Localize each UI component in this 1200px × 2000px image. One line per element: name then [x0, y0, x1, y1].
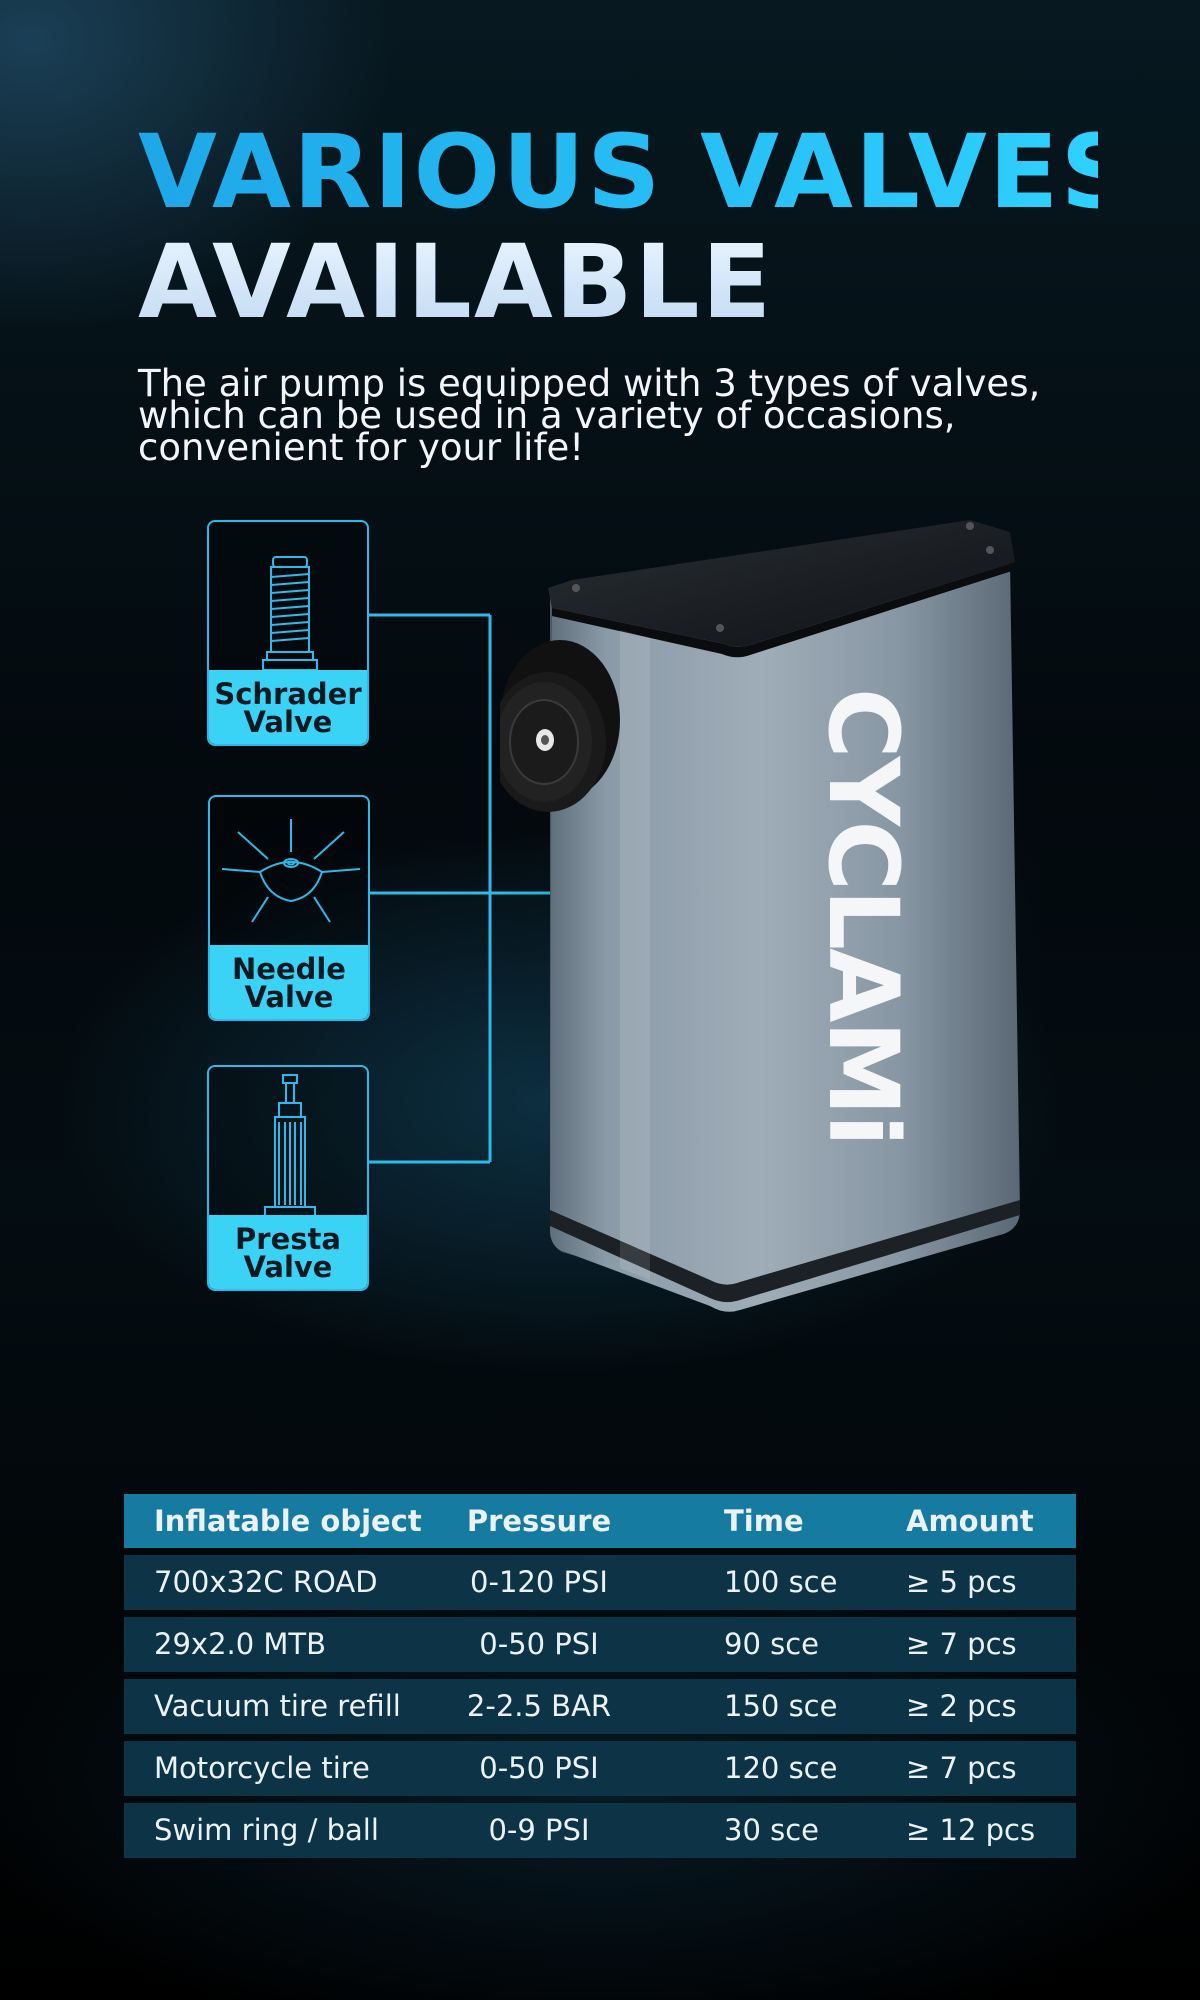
presta-valve-icon — [264, 1074, 316, 1217]
connector-lines — [367, 613, 560, 1164]
valve-type: Valve — [244, 980, 334, 1014]
valve-card-needle: Needle Valve — [208, 795, 370, 1021]
valve-label-presta: Presta Valve — [209, 1215, 367, 1289]
valve-name: Presta — [235, 1222, 341, 1256]
header-inflatable-object: Inflatable object — [154, 1504, 422, 1538]
cell-amount: ≥ 7 pcs — [906, 1627, 1017, 1661]
cell-pressure: 2-2.5 BAR — [466, 1689, 612, 1723]
spec-table: Inflatable object Pressure Time Amount 7… — [124, 1494, 1076, 1865]
headline-line-1: VARIOUS VALVES — [138, 113, 1136, 232]
cell-object: Swim ring / ball — [154, 1813, 379, 1847]
schrader-valve-icon — [262, 556, 318, 671]
description-text: The air pump is equipped with 3 types of… — [138, 362, 1041, 469]
cell-object: Motorcycle tire — [154, 1751, 370, 1785]
table-row: Motorcycle tire 0-50 PSI 120 sce ≥ 7 pcs — [124, 1741, 1076, 1796]
cell-object: Vacuum tire refill — [154, 1689, 401, 1723]
header-pressure: Pressure — [466, 1504, 612, 1538]
cell-pressure: 0-120 PSI — [470, 1565, 608, 1599]
valve-name: Schrader — [214, 677, 362, 711]
cell-pressure: 0-50 PSI — [479, 1627, 599, 1661]
table-row: 700x32C ROAD 0-120 PSI 100 sce ≥ 5 pcs — [124, 1555, 1076, 1610]
headline-line-2: AVAILABLE — [138, 228, 1098, 338]
table-header-row: Inflatable object Pressure Time Amount — [124, 1494, 1076, 1548]
cell-amount: ≥ 12 pcs — [906, 1813, 1036, 1847]
cell-time: 100 sce — [724, 1565, 838, 1599]
cell-time: 150 sce — [724, 1689, 838, 1723]
needle-valve-icon — [221, 819, 361, 923]
cell-amount: ≥ 2 pcs — [906, 1689, 1017, 1723]
header-time: Time — [724, 1504, 804, 1538]
valve-card-schrader: Schrader Valve — [207, 520, 369, 746]
table-row: Vacuum tire refill 2-2.5 BAR 150 sce ≥ 2… — [124, 1679, 1076, 1734]
table-row: 29x2.0 MTB 0-50 PSI 90 sce ≥ 7 pcs — [124, 1617, 1076, 1672]
cell-amount: ≥ 7 pcs — [906, 1751, 1017, 1785]
valve-card-presta: Presta Valve — [207, 1065, 369, 1291]
table-row: Swim ring / ball 0-9 PSI 30 sce ≥ 12 pcs — [124, 1803, 1076, 1858]
cell-amount: ≥ 5 pcs — [906, 1565, 1017, 1599]
cell-time: 30 sce — [724, 1813, 820, 1847]
brand-logo: CYCLAMi — [807, 688, 919, 1145]
valve-type: Valve — [243, 705, 333, 739]
cell-object: 700x32C ROAD — [154, 1565, 378, 1599]
cell-time: 90 sce — [724, 1627, 820, 1661]
valve-label-schrader: Schrader Valve — [209, 670, 367, 744]
cell-pressure: 0-9 PSI — [488, 1813, 590, 1847]
air-pump-product-image: CYCLAMi — [500, 520, 1040, 1312]
cell-object: 29x2.0 MTB — [154, 1627, 327, 1661]
valve-name: Needle — [232, 952, 346, 986]
nozzle-icon — [500, 640, 620, 812]
valve-label-needle: Needle Valve — [210, 945, 368, 1019]
valve-type: Valve — [243, 1250, 333, 1284]
cell-time: 120 sce — [724, 1751, 838, 1785]
cell-pressure: 0-50 PSI — [479, 1751, 599, 1785]
header-amount: Amount — [906, 1504, 1034, 1538]
